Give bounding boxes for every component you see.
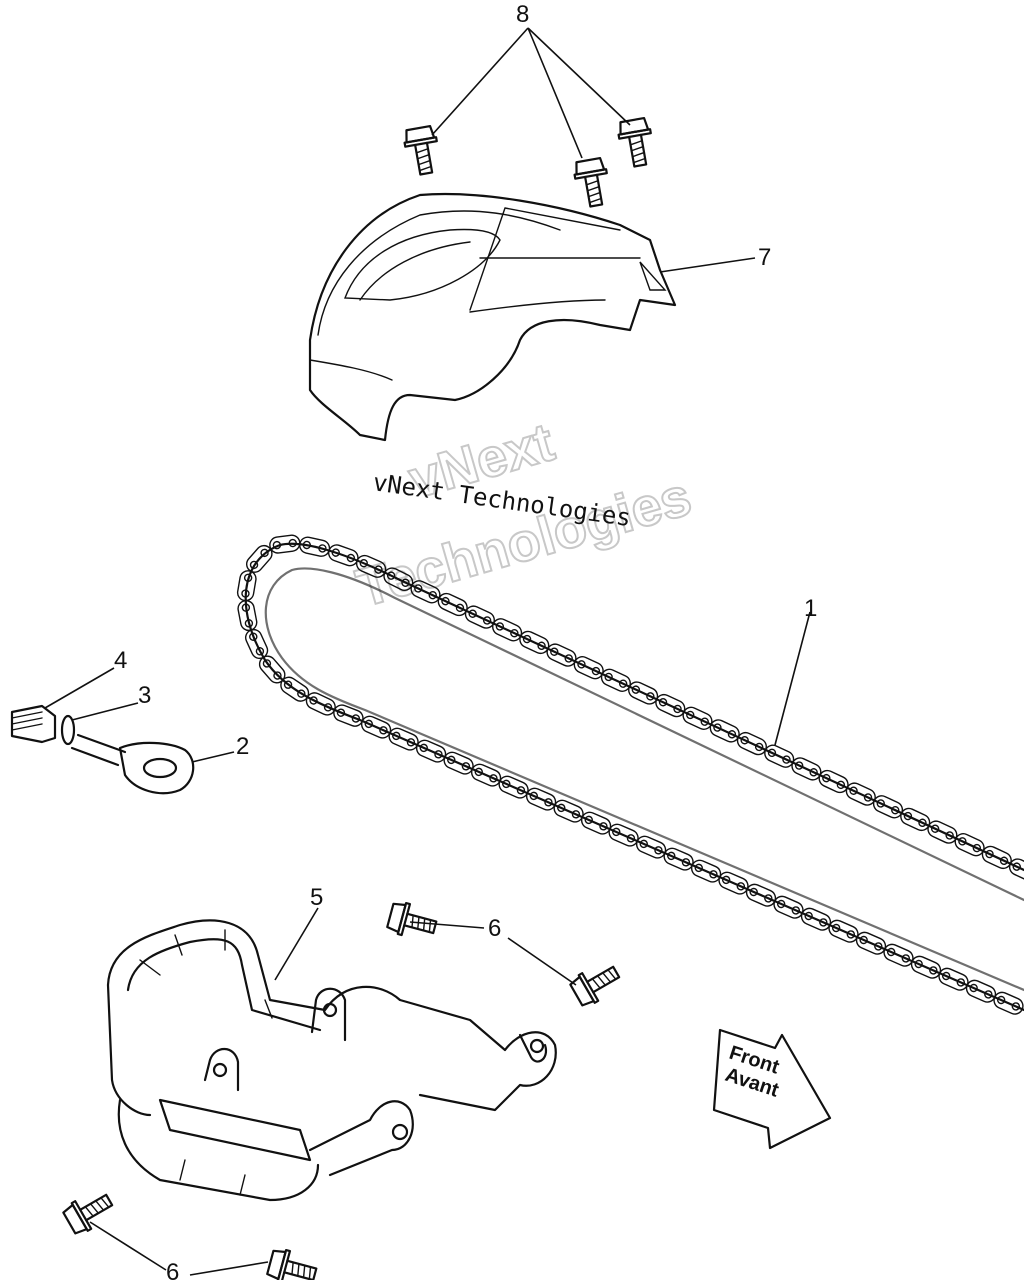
callout-1: 1 [804,595,817,622]
part-6-bolts [60,898,626,1280]
callout-6a: 6 [488,915,501,942]
bolt-6c [60,1185,119,1238]
callout-2: 2 [236,733,249,760]
bolt-6a [385,898,441,944]
leader-1 [774,611,811,746]
callout-4: 4 [114,647,127,674]
front-direction-arrow: Front Avant [712,1028,832,1150]
leader-5 [274,907,319,981]
leader-6a [409,921,577,986]
callout-6b: 6 [166,1259,179,1280]
callout-5: 5 [310,884,323,911]
leader-4 [44,667,115,709]
part-1-chain [235,533,1024,1018]
part-5-bracket [106,919,557,1202]
callout-8: 8 [516,1,529,28]
part-2-adjuster [70,733,195,795]
part-7-chain-guard [308,192,677,442]
bolt-6b [567,957,626,1010]
leader-8 [431,27,631,159]
bolt-8c [615,116,658,170]
bolt-8a [401,124,444,178]
leader-2 [191,751,235,763]
leader-3 [71,702,139,721]
leader-6b [89,1221,269,1276]
part-4-nut [10,704,57,744]
bolt-6d [265,1245,321,1280]
leader-7 [659,257,756,273]
bolt-8b [571,156,614,210]
part-3-washer [60,714,76,746]
callout-3: 3 [138,682,151,709]
callout-7: 7 [758,244,771,271]
